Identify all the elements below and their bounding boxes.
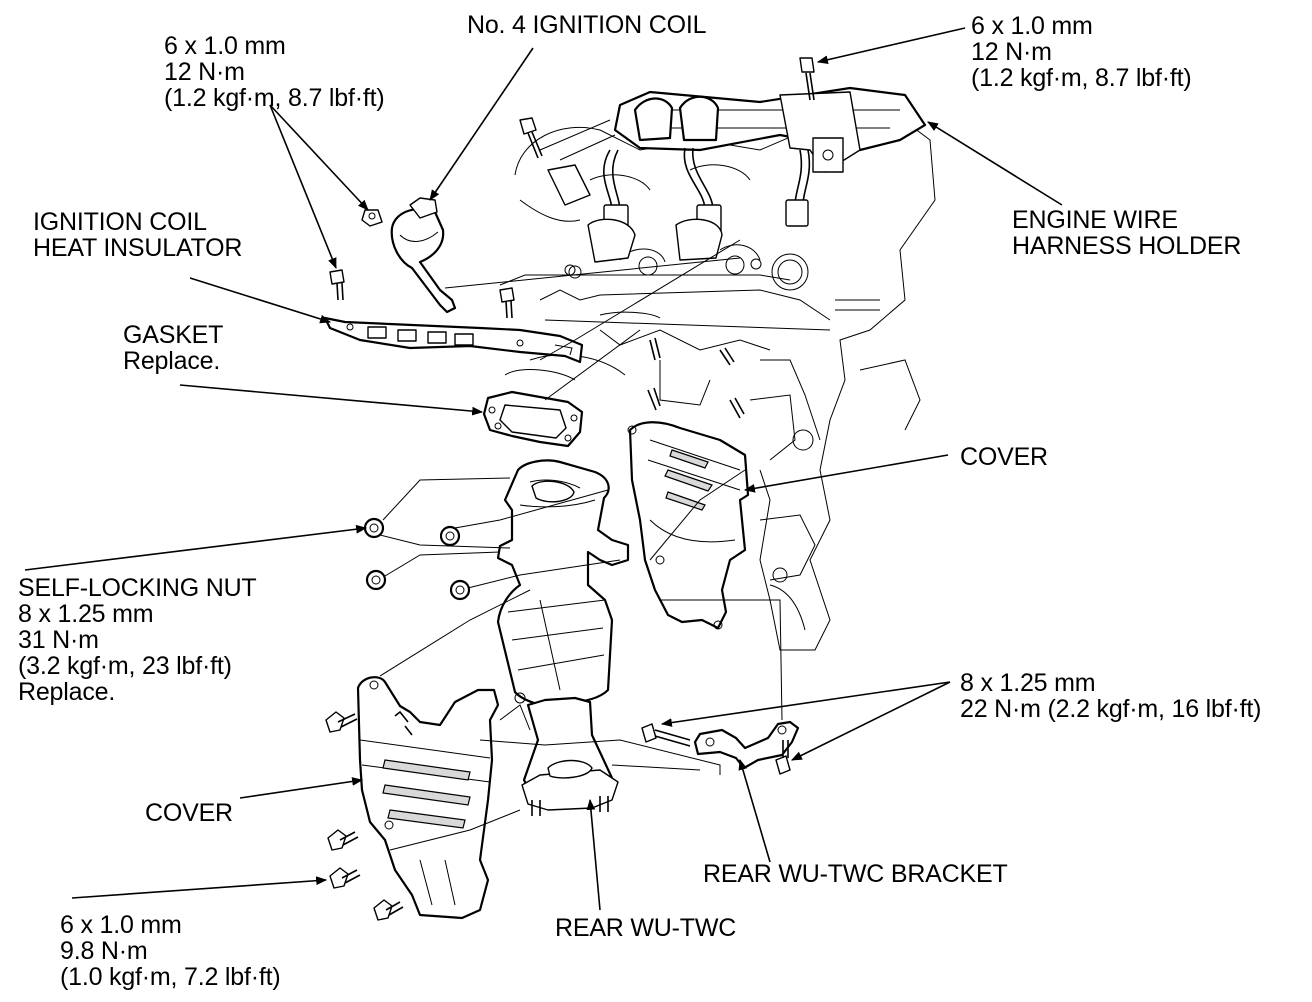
gasket-replace-note: Replace. — [123, 347, 221, 375]
wire-harness — [539, 86, 927, 263]
coil-bolt-spec-torque: 12 N·m — [164, 58, 245, 86]
bracket-bolt-spec-size: 8 x 1.25 mm — [960, 669, 1096, 697]
harness-holder-label-line1: ENGINE WIRE — [1012, 206, 1178, 234]
insulator-bolts — [329, 57, 815, 319]
cover-bolt-spec-size: 6 x 1.0 mm — [60, 911, 182, 939]
engine-studs — [647, 337, 745, 419]
heat-insulator-label-line1: IGNITION COIL — [33, 208, 207, 236]
rear-bracket-label: REAR WU-TWC BRACKET — [703, 860, 1008, 888]
gasket — [482, 390, 584, 448]
harness-bolt-spec-torque: 12 N·m — [971, 38, 1052, 66]
engine-block — [499, 109, 936, 651]
cover-left-label: COVER — [145, 799, 233, 827]
leader-arrows — [24, 27, 1063, 911]
rear-twc-label: REAR WU-TWC — [555, 914, 737, 942]
harness-side-bolt — [519, 117, 543, 159]
cover-right — [627, 421, 750, 630]
coil-bolt-spec-size: 6 x 1.0 mm — [164, 32, 286, 60]
self-locking-nut-torque: 31 N·m — [18, 626, 99, 654]
self-locking-nut-replace-note: Replace. — [18, 678, 116, 706]
heat-insulator-label-line2: HEAT INSULATOR — [33, 234, 243, 262]
cover-left — [356, 676, 500, 920]
cover-bolt-spec-conversion: (1.0 kgf·m, 7.2 lbf·ft) — [60, 963, 281, 991]
heat-insulator — [323, 316, 584, 364]
harness-bolt-spec-conversion: (1.2 kgf·m, 8.7 lbf·ft) — [971, 64, 1192, 92]
cover-right-label: COVER — [960, 443, 1048, 471]
ignition-coil — [390, 197, 457, 314]
ignition-coil-label: No. 4 IGNITION COIL — [467, 11, 707, 39]
bracket-bolt-spec-torque: 22 N·m (2.2 kgf·m, 16 lbf·ft) — [960, 695, 1262, 723]
rear-bracket — [641, 720, 800, 775]
rear-wu-twc — [496, 459, 630, 816]
cover-bolt-spec-torque: 9.8 N·m — [60, 937, 148, 965]
cover-bolts — [325, 711, 404, 921]
coil-bolt-spec-conversion: (1.2 kgf·m, 8.7 lbf·ft) — [164, 84, 385, 112]
harness-holder-label-line2: HARNESS HOLDER — [1012, 232, 1242, 260]
self-locking-nuts — [363, 517, 471, 601]
self-locking-nut-size: 8 x 1.25 mm — [18, 600, 154, 628]
gasket-label: GASKET — [123, 321, 224, 349]
harness-bolt-spec-size: 6 x 1.0 mm — [971, 12, 1093, 40]
self-locking-nut-conversion: (3.2 kgf·m, 23 lbf·ft) — [18, 652, 232, 680]
guide-lines — [379, 239, 783, 851]
self-locking-nut-label: SELF-LOCKING NUT — [18, 574, 257, 602]
